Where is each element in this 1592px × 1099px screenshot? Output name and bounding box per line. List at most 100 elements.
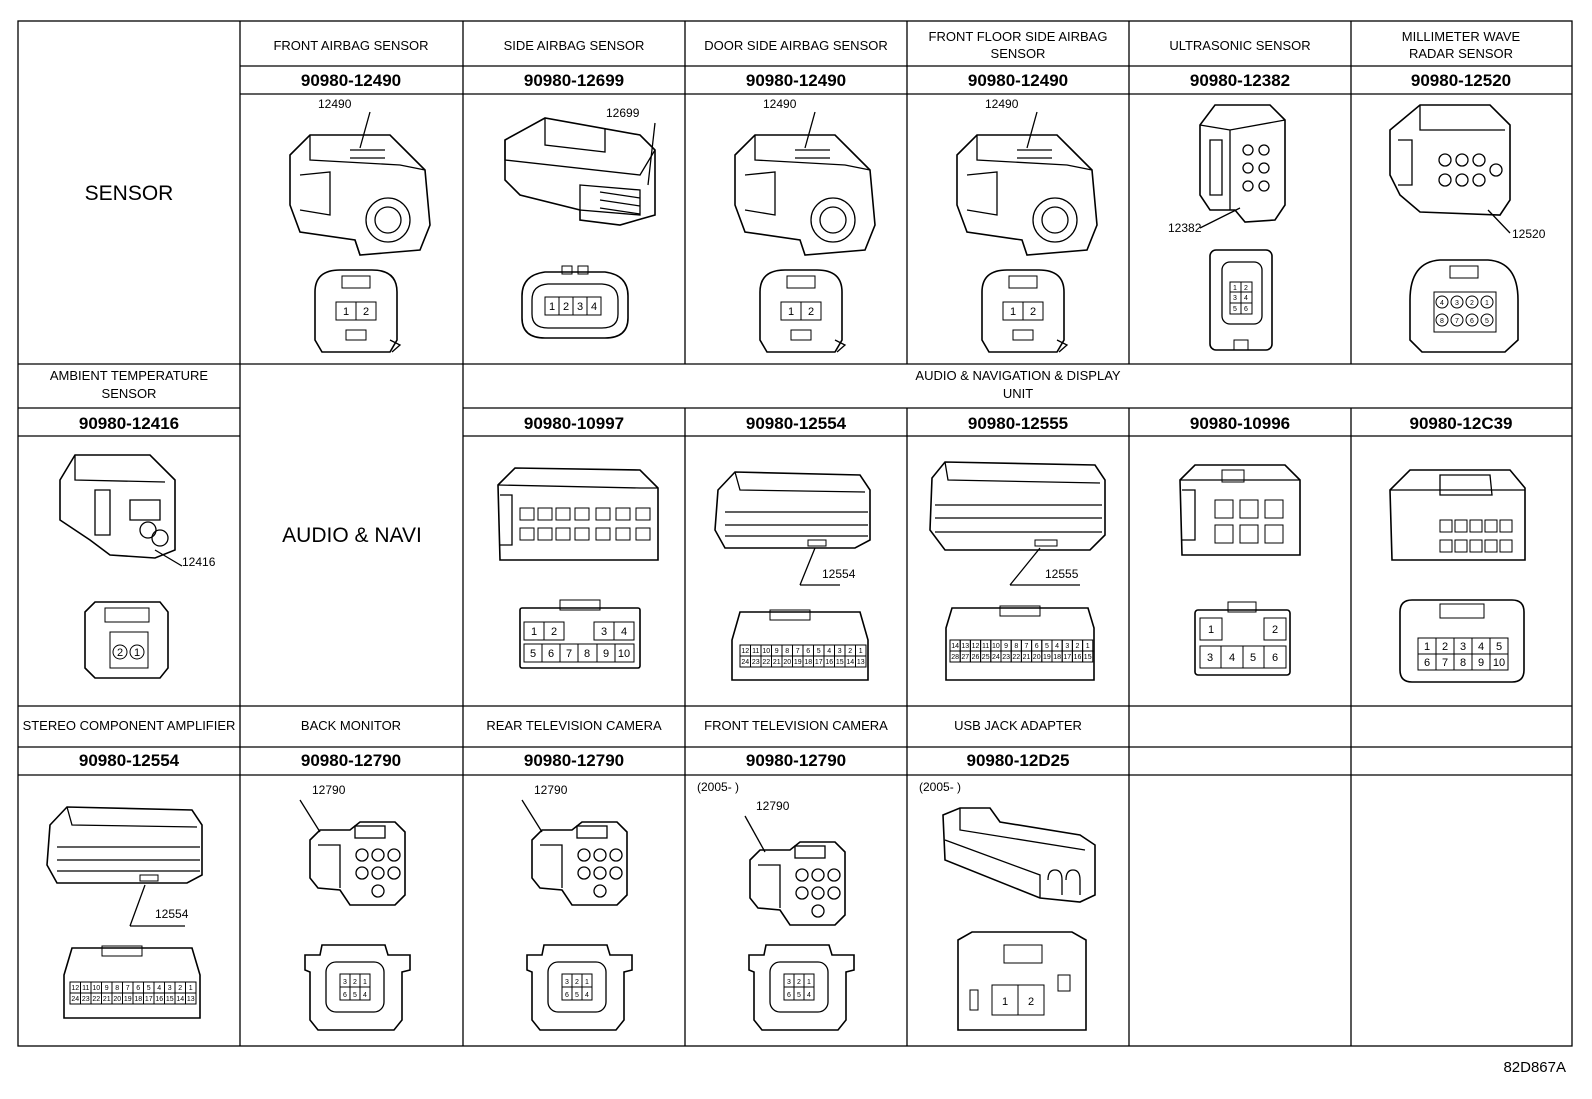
part-number: 90980-12D25 [966, 751, 1069, 770]
pin-label: 6 [806, 648, 810, 655]
pin-label: 5 [353, 992, 357, 999]
part-number: 90980-10997 [524, 414, 624, 433]
pin-label: 1 [343, 306, 349, 318]
connector-drawing-12490 [289, 134, 431, 256]
callout-12520: 12520 [1512, 227, 1546, 241]
pin-label: 2 [1244, 285, 1248, 292]
pin-label: 17 [1063, 654, 1071, 661]
pin-label: 1 [585, 979, 589, 986]
pin-label: 1 [1208, 624, 1214, 636]
pin-label: 18 [1053, 654, 1061, 661]
pin-label: 1 [1233, 285, 1237, 292]
pin-label: 5 [797, 992, 801, 999]
pin-label: 1 [1485, 300, 1489, 307]
pin-label: 2 [808, 306, 814, 318]
connector-drawing-12520 [1389, 104, 1511, 216]
pin-face-12D25 [957, 931, 1087, 1031]
part-number: 90980-12790 [301, 751, 401, 770]
pin-label: 16 [1074, 654, 1082, 661]
pin-label: 6 [1470, 318, 1474, 325]
pin-label: 5 [1233, 306, 1237, 313]
year-note: (2005- ) [919, 780, 961, 794]
pin-label: 12 [71, 985, 79, 992]
callout-arrow [804, 111, 816, 149]
pin-label: 13 [187, 996, 195, 1003]
pin-label: 3 [565, 979, 569, 986]
pin-label: 2 [848, 648, 852, 655]
callout-arrow [799, 547, 840, 586]
pin-label: 17 [815, 659, 823, 666]
pin-label: 5 [817, 648, 821, 655]
pin-label: 2 [551, 626, 557, 638]
part-number: 90980-10996 [1190, 414, 1290, 433]
pin-label: 21 [1023, 654, 1031, 661]
pin-label: 12 [741, 648, 749, 655]
pin-label: 6 [548, 648, 554, 660]
pin-label: 10 [92, 985, 100, 992]
callout-12416: 12416 [182, 555, 216, 569]
pin-label: 6 [136, 985, 140, 992]
pin-label: 13 [857, 659, 865, 666]
connector-drawing-12416 [59, 454, 176, 559]
callout-arrow [647, 122, 656, 186]
col-title-front-floor-line1: FRONT FLOOR SIDE AIRBAG [929, 29, 1108, 44]
pin-label: 4 [363, 992, 367, 999]
pin-label: 1 [788, 306, 794, 318]
callout-arrow [1199, 207, 1241, 229]
pin-label: 4 [1055, 643, 1059, 650]
unit-title-line2: UNIT [1003, 386, 1033, 401]
connector-drawing-12555 [929, 461, 1106, 551]
pin-label: 13 [961, 643, 969, 650]
pin-label: 2 [1272, 624, 1278, 636]
pin-face-12554 [63, 945, 201, 1019]
pin-label: 7 [566, 648, 572, 660]
part-number: 90980-12490 [301, 71, 401, 90]
pin-face-12490 [981, 269, 1069, 353]
pin-label: 8 [1440, 318, 1444, 325]
callout-arrow [299, 799, 321, 833]
pin-label: 28 [951, 654, 959, 661]
callout-arrow [359, 111, 371, 149]
pin-label: 6 [787, 992, 791, 999]
pin-label: 4 [1440, 300, 1444, 307]
pin-label: 10 [762, 648, 770, 655]
unit-title-line1: AUDIO & NAVIGATION & DISPLAY [915, 368, 1120, 383]
callout-12554: 12554 [822, 567, 856, 581]
pin-label: 1 [1010, 306, 1016, 318]
pin-label: 23 [752, 659, 760, 666]
callout-12790: 12790 [534, 783, 568, 797]
col-title-front-airbag: FRONT AIRBAG SENSOR [273, 38, 428, 53]
connector-drawing-12D25 [942, 807, 1096, 903]
pin-label: 7 [126, 985, 130, 992]
pin-label: 20 [783, 659, 791, 666]
pin-label: 5 [1485, 318, 1489, 325]
connector-drawing-10996 [1179, 464, 1301, 556]
pin-label: 24 [741, 659, 749, 666]
pin-label: 15 [1084, 654, 1092, 661]
callout-arrow [1026, 111, 1038, 149]
pin-label: 9 [603, 648, 609, 660]
pin-label: 8 [1014, 643, 1018, 650]
pin-label: 1 [807, 979, 811, 986]
callout-arrow [154, 549, 183, 567]
part-number: 90980-12520 [1411, 71, 1511, 90]
pin-label: 7 [1025, 643, 1029, 650]
group-label-sensor: SENSOR [85, 182, 174, 205]
pin-label: 2 [363, 306, 369, 318]
col-title-rear-tv-camera: REAR TELEVISION CAMERA [486, 718, 662, 733]
pin-face-10997 [519, 599, 641, 669]
pin-label: 6 [1424, 657, 1430, 669]
part-number: 90980-12490 [968, 71, 1068, 90]
pin-label: 26 [972, 654, 980, 661]
callout-arrow [1487, 209, 1511, 234]
pin-label: 10 [618, 648, 630, 660]
pin-label: 3 [343, 979, 347, 986]
pin-label: 1 [363, 979, 367, 986]
pin-cell [855, 655, 867, 668]
col-title-front-tv-camera: FRONT TELEVISION CAMERA [704, 718, 888, 733]
pin-circles-12520 [1435, 295, 1494, 327]
pin-label: 4 [157, 985, 161, 992]
pin-label: 6 [1244, 306, 1248, 313]
